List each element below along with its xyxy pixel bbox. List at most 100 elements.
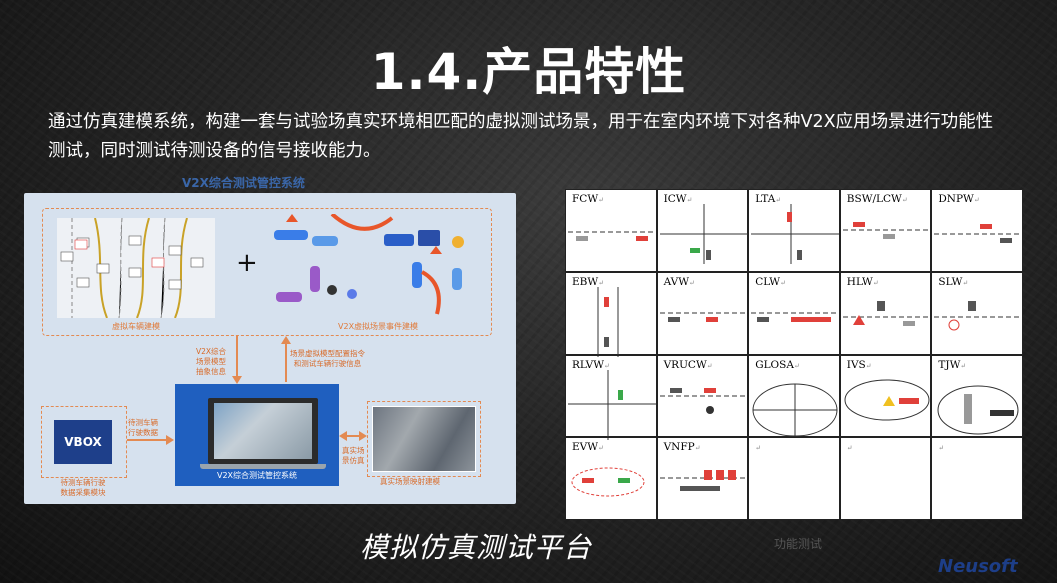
scenario-sketch: [597, 286, 619, 357]
control-system-caption: V2X综合测试管控系统: [216, 471, 298, 480]
scenario-label: BSW/LCW↵: [846, 193, 908, 205]
return-mark: ↵: [604, 361, 610, 370]
scenario-label: VRUCW↵: [663, 358, 713, 371]
modeling-group-frame: [42, 208, 492, 336]
return-mark: ↵: [686, 196, 693, 204]
scenario-label: DNPW↵: [938, 193, 980, 205]
return-mark: ↵: [598, 444, 604, 453]
scenario-grid: FCW↵ ICW↵ LTA↵ BSW/LCW↵ DNPW↵ EBW↵ AVW↵ CLW↵ HLW…: [565, 189, 1023, 520]
scenario-sketch: [842, 300, 931, 326]
scenario-label: SLW↵: [938, 275, 969, 288]
return-mark: ↵: [755, 444, 762, 453]
satellite-map-image: [372, 406, 476, 472]
return-mark: ↵: [689, 278, 695, 287]
scenario-sketch: [568, 231, 656, 241]
scenario-sketch: [751, 204, 840, 264]
scenario-sketch: [934, 300, 1023, 331]
laptop-screen: [214, 403, 312, 459]
v2x-scene-illustration: [262, 212, 472, 318]
scenario-sketch: [844, 379, 930, 420]
scenario-label: EVW↵: [572, 441, 604, 454]
virtual-vehicle-caption: 虚拟车辆建模: [112, 322, 160, 331]
vbox-frame: [41, 406, 127, 478]
scenario-label: AVW↵: [663, 275, 695, 288]
return-mark: ↵: [872, 278, 879, 287]
return-mark: ↵: [598, 196, 604, 204]
scenario-sketch: [937, 385, 1019, 434]
return-mark: ↵: [960, 361, 967, 370]
scenario-sketch: [752, 383, 838, 436]
scenario-label: RLVW↵: [572, 358, 610, 371]
scenario-cell-dnpw: DNPW↵: [931, 189, 1023, 272]
slide-description: 通过仿真建模系统，构建一套与试验场真实环境相匹配的虚拟测试场景，用于在室内环境下…: [48, 112, 994, 161]
real-scene-arrow-label: 真实场 景仿真: [342, 446, 365, 465]
scenario-cell-vrucw: VRUCW↵: [656, 354, 749, 438]
scenario-label: LTA↵: [755, 193, 782, 205]
vbox-caption: 待测车辆行驶 数据采集模块: [60, 478, 106, 497]
scenario-sketch: [659, 204, 748, 264]
scenario-sketch: [571, 467, 645, 497]
return-mark: ↵: [598, 278, 605, 287]
scenario-label: ↵: [847, 441, 853, 453]
scenario-label: ICW↵: [663, 193, 693, 205]
vbox-device: VBOX: [54, 420, 112, 464]
real-scene-caption: 真实场景映射建模: [380, 477, 440, 486]
scenario-label: CLW↵: [755, 275, 786, 288]
return-mark: ↵: [938, 444, 945, 453]
scenario-cell-ivs: IVS↵: [839, 354, 932, 438]
return-mark: ↵: [775, 196, 782, 204]
virtual-scene-caption: V2X虚拟场景事件建模: [338, 322, 419, 331]
scenario-sketch: [659, 470, 748, 492]
scenario-cell-hlw: HLW↵: [839, 271, 932, 355]
scenario-cell-icw: ICW↵: [656, 189, 749, 272]
scenario-cell-empty-18: ↵: [839, 437, 932, 520]
scene-model-arrow-label: V2X综合 场景模型 抽象信息: [196, 347, 227, 376]
scenario-label: ↵: [755, 441, 761, 453]
scenario-sketch: [568, 369, 656, 440]
scenario-label: VNFP↵: [663, 441, 701, 454]
return-mark: ↵: [780, 278, 786, 287]
return-mark: ↵: [706, 361, 713, 370]
vbox-label: VBOX: [64, 435, 102, 449]
return-mark: ↵: [793, 361, 800, 370]
scenario-cell-clw: CLW↵: [748, 271, 840, 355]
scenario-cell-evw: EVW↵: [565, 437, 657, 520]
diagram-title: V2X综合测试管控系统: [182, 176, 305, 190]
scenario-label: HLW↵: [846, 275, 879, 288]
scenario-label: GLOSA↵: [755, 358, 800, 371]
return-mark: ↵: [694, 444, 701, 453]
return-mark: ↵: [962, 278, 969, 287]
scenario-cell-glosa: GLOSA↵: [748, 354, 840, 438]
scenario-cell-ebw: EBW↵: [565, 271, 657, 357]
scenario-cell-tjw: TJW↵: [931, 354, 1023, 438]
scenario-sketch: [934, 224, 1023, 243]
scenario-cell-avw: AVW↵: [656, 271, 749, 355]
plus-sign: +: [236, 248, 258, 278]
return-mark: ↵: [973, 196, 980, 204]
scenario-label: EBW↵: [572, 275, 605, 288]
scenario-sketch: [659, 387, 748, 414]
return-mark: ↵: [846, 444, 853, 453]
slide-title: 1.4.产品特性: [370, 43, 687, 101]
scenario-cell-empty-19: ↵: [931, 437, 1023, 520]
vbox-arrow-label: 待测车辆 行驶数据: [128, 418, 158, 437]
scenario-sketch: [842, 222, 931, 239]
scenario-cell-bsw-lcw: BSW/LCW↵: [839, 189, 932, 272]
scenario-label: FCW↵: [572, 193, 604, 205]
scenario-label: TJW↵: [938, 358, 967, 371]
scenario-sketch: [751, 312, 840, 322]
neusoft-logo: Neusoft: [938, 556, 1018, 577]
virtual-road-illustration: [57, 217, 215, 319]
scenario-cell-slw: SLW↵: [931, 271, 1023, 355]
scenario-label: ↵: [938, 441, 944, 453]
scenario-cell-fcw: FCW↵: [565, 189, 657, 272]
laptop-base: [200, 464, 326, 469]
platform-subtitle: 模拟仿真测试平台: [360, 531, 593, 564]
return-mark: ↵: [865, 361, 872, 370]
scenario-sketch: [659, 312, 748, 322]
real-scene-frame: [367, 401, 481, 477]
scenario-label: IVS↵: [846, 358, 872, 371]
scenario-cell-rlvw: RLVW↵: [565, 354, 657, 440]
scenario-cell-vnfp: VNFP↵: [656, 437, 749, 520]
